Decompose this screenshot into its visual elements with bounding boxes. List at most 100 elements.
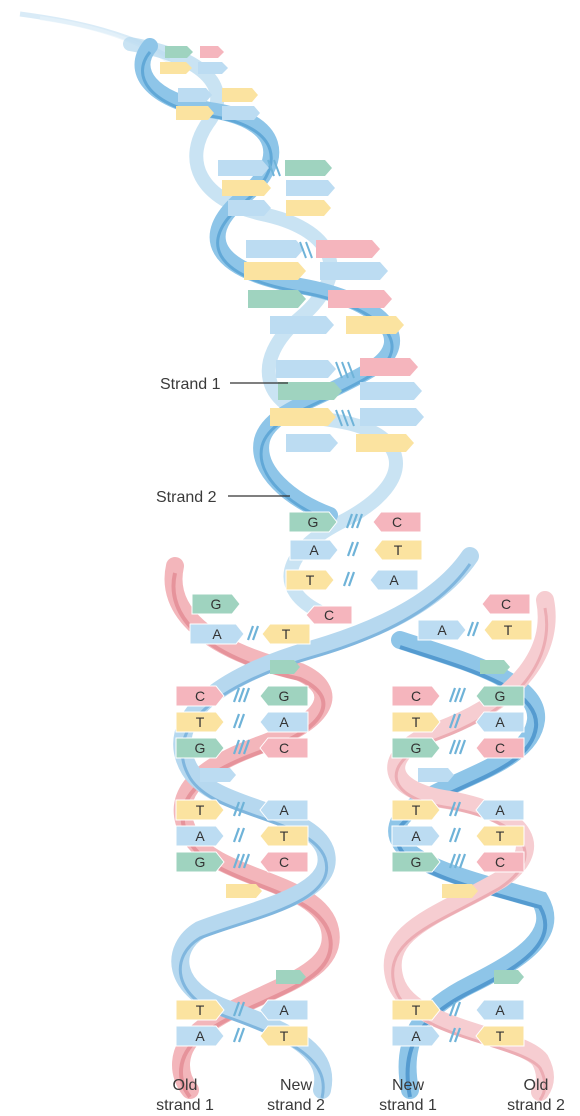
bottom-labels: Old strand 1 New strand 2 New strand 1 O… (156, 1077, 565, 1114)
base-A-left: A (175, 825, 225, 847)
hydrogen-bonds (448, 1001, 462, 1017)
base-A-left: A (391, 1025, 441, 1047)
base-letter: C (324, 607, 334, 623)
unzipped-right-base-2: C (481, 593, 531, 615)
hydrogen-bonds (448, 853, 467, 869)
hydrogen-bonds (466, 621, 480, 637)
base-C-right: C (259, 737, 309, 759)
base-letter: T (196, 802, 205, 818)
base-G-right: G (475, 685, 525, 707)
unlabeled-base (480, 660, 510, 674)
strand2-label: Strand 2 (156, 489, 217, 506)
base-T-right: T (259, 825, 309, 847)
base-A-right: A (475, 999, 525, 1021)
unlabeled-base (276, 970, 306, 984)
base-letter: A (195, 1028, 205, 1044)
bottom-label-2-line1: New (280, 1077, 312, 1094)
base-letter: A (279, 1002, 289, 1018)
base-G-left: G (391, 737, 441, 759)
base-A-right: A (475, 711, 525, 733)
base-letter: A (389, 572, 399, 588)
hydrogen-bonds (246, 625, 260, 641)
base-C-right: C (259, 851, 309, 873)
hydrogen-bonds (232, 801, 246, 817)
base-A-left: A (391, 825, 441, 847)
hydrogen-bonds (448, 801, 462, 817)
base-letter: T (496, 828, 505, 844)
hydrogen-bonds (232, 1027, 246, 1043)
base-C-left: C (175, 685, 225, 707)
base-letter: T (196, 714, 205, 730)
base-letter: A (411, 1028, 421, 1044)
base-letter: A (309, 542, 319, 558)
parent-upper-bases (160, 46, 424, 452)
unlabeled-base (270, 660, 300, 674)
hydrogen-bonds (232, 1001, 246, 1017)
base-T-left: T (391, 799, 441, 821)
base-G-left: G (175, 851, 225, 873)
base-C-right: C (372, 511, 422, 533)
base-T-right: T (373, 539, 423, 561)
hydrogen-bonds (448, 827, 462, 843)
hydrogen-bonds (448, 739, 467, 755)
base-G-left: G (175, 737, 225, 759)
base-letter: A (495, 802, 505, 818)
base-A-right: A (475, 799, 525, 821)
base-letter: A (279, 714, 289, 730)
hydrogen-bonds (346, 541, 360, 557)
unlabeled-base (442, 884, 478, 898)
base-letter: T (280, 1028, 289, 1044)
base-letter: C (392, 514, 402, 530)
bottom-label-3-line1: New (392, 1077, 424, 1094)
hydrogen-bonds (345, 513, 364, 529)
base-T-left: T (285, 569, 335, 591)
base-letter: T (280, 828, 289, 844)
base-G-right: G (259, 685, 309, 707)
base-letter: G (495, 688, 506, 704)
hydrogen-bonds (232, 853, 251, 869)
base-A-right: A (369, 569, 419, 591)
base-A-right: A (259, 999, 309, 1021)
unzipped-left-base-2: A (189, 623, 245, 645)
base-letter: C (411, 688, 421, 704)
base-letter: A (495, 714, 505, 730)
base-letter: A (411, 828, 421, 844)
base-T-left: T (391, 999, 441, 1021)
hydrogen-bonds (232, 739, 251, 755)
base-letter: T (394, 542, 403, 558)
hydrogen-bonds (232, 713, 246, 729)
base-T-right: T (475, 825, 525, 847)
base-letter: G (308, 514, 319, 530)
base-letter: T (496, 1028, 505, 1044)
hydrogen-bonds (232, 687, 251, 703)
base-letter: A (495, 1002, 505, 1018)
base-letter: C (495, 854, 505, 870)
base-letter: T (306, 572, 315, 588)
hydrogen-bonds (232, 827, 246, 843)
base-A-right: A (259, 799, 309, 821)
unlabeled-daughter-bases (200, 660, 524, 984)
unlabeled-base (226, 884, 262, 898)
base-G-left: G (288, 511, 338, 533)
base-letter: C (279, 740, 289, 756)
strand1-label: Strand 1 (160, 376, 221, 393)
base-letter: T (504, 622, 513, 638)
bottom-label-4-line2: strand 2 (507, 1097, 565, 1114)
base-T-left: T (391, 711, 441, 733)
base-letter: C (495, 740, 505, 756)
base-letter: G (411, 854, 422, 870)
